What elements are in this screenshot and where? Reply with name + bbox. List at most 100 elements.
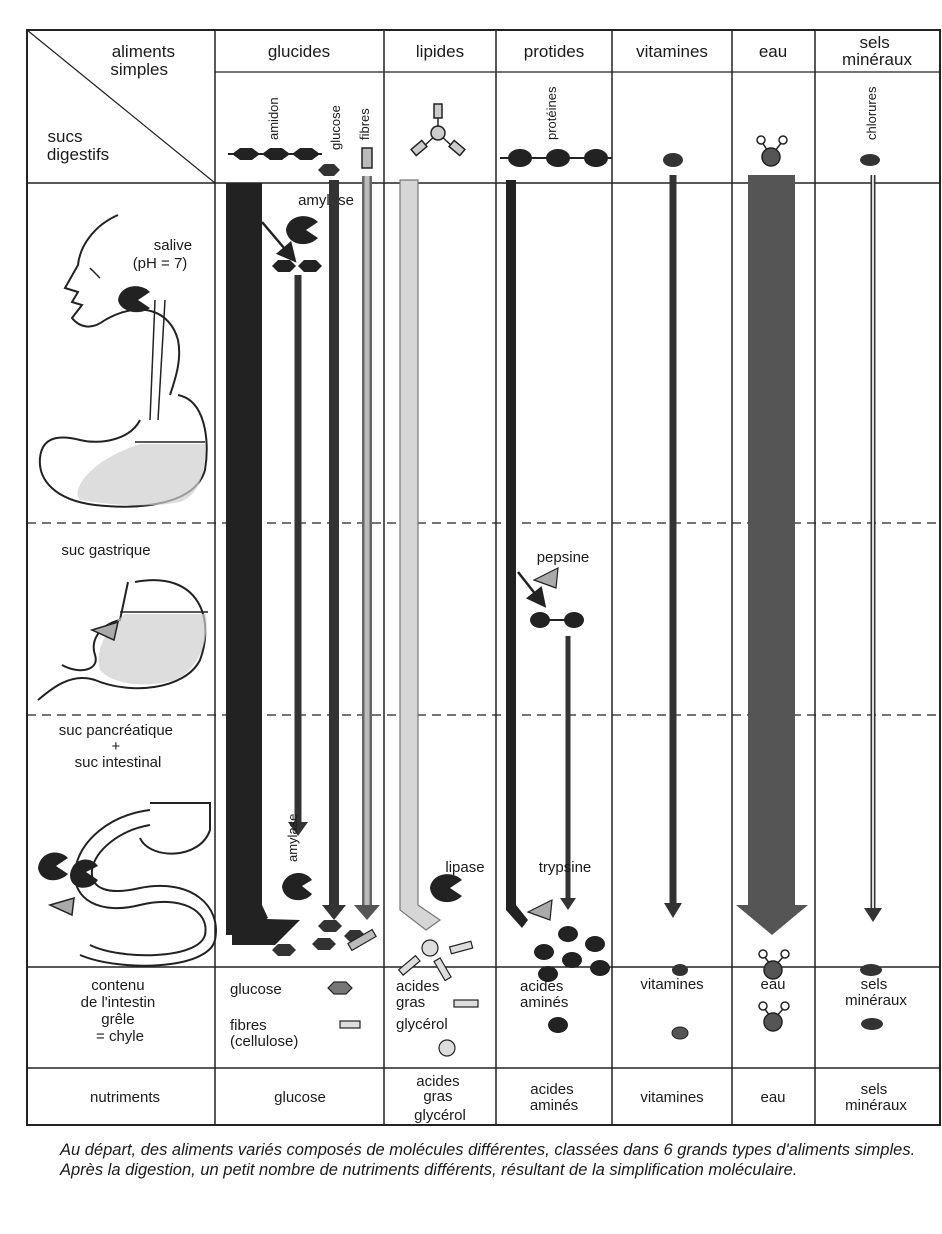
lipase-label: lipase (445, 859, 484, 876)
chyle-glucose-label: glucose (230, 981, 282, 998)
vitamin-flow-arrowhead (664, 903, 682, 918)
glucose-flow-arrowhead (322, 905, 346, 920)
vitamin-molecule-icon (663, 153, 683, 167)
water-flow-arrow (736, 175, 808, 935)
water-product-icon (759, 950, 789, 979)
lipid-flow-arrow (400, 180, 440, 930)
nutriments-protides: acides aminés (530, 1081, 578, 1114)
column-header-vitamines: vitamines (636, 42, 708, 61)
column-header-protides: protides (524, 42, 584, 61)
chyle-lipides-label-2: gras (396, 994, 425, 1011)
chyle-label-1: contenu (91, 977, 144, 994)
chyle-salt-icon (861, 1018, 883, 1030)
table-grid (27, 30, 940, 1125)
proteines-label: protéines (544, 86, 559, 140)
chyle-vitamin-icon (672, 1027, 688, 1039)
amylase-bottom-label: amylase (285, 814, 300, 862)
intestinal-gland-icon (50, 898, 74, 915)
salive-label: salive (pH = 7) (133, 237, 197, 272)
fibres-label: fibres (357, 108, 372, 140)
maltose-molecule-icon (272, 260, 322, 272)
column-header-eau: eau (759, 42, 787, 61)
salt-molecule-icon (860, 154, 880, 166)
nutriments-label: nutriments (90, 1089, 160, 1106)
chyle-fibres-label-1: fibres (230, 1017, 267, 1034)
salivary-enzyme-icon (118, 286, 150, 312)
suc-pancreatique-label-1: suc pancréatique (59, 722, 173, 739)
suc-pancreatique-label-3: suc intestinal (75, 754, 162, 771)
trypsine-label: trypsine (539, 859, 592, 876)
vitamin-product-icon (672, 964, 688, 976)
protein-chain-icon (500, 149, 612, 167)
pepsine-action-arrow (518, 572, 540, 600)
chyle-fibres-label: fibres (cellulose) (230, 1017, 298, 1050)
nutriments-sels-2: minéraux (845, 1097, 907, 1114)
nutriments-eau: eau (760, 1089, 785, 1106)
pepsine-label: pepsine (537, 549, 590, 566)
salt-flow-arrowhead (864, 908, 882, 922)
stomach-fluid (78, 444, 206, 505)
column-header-sels-2: minéraux (842, 50, 912, 69)
corner-bottom-label-2: digestifs (47, 145, 109, 164)
salt-product-icon (860, 964, 882, 976)
glucose-label: glucose (328, 105, 343, 150)
chyle-sels-label: sels minéraux (845, 976, 907, 1009)
corner-bottom-label-1: sucs (48, 127, 83, 146)
corner-top-label-2: simples (110, 60, 168, 79)
lipid-molecule-icon (411, 104, 465, 156)
chyle-lipides-label-3: glycérol (396, 1016, 448, 1033)
chyle-label-4: = chyle (96, 1028, 144, 1045)
chyle-amino-acid-icon (548, 1017, 568, 1033)
fibre-flow-arrowhead (354, 905, 380, 920)
chyle-label: contenu de l'intestin grêle = chyle (81, 977, 160, 1045)
peptide-molecule-icon (530, 612, 584, 628)
nutriments-lipides: acides gras glycérol (414, 1073, 466, 1124)
nutriments-lipides-3: glycérol (414, 1107, 466, 1124)
chyle-eau-label: eau (760, 976, 785, 993)
chyle-glycerol-icon (439, 1040, 455, 1056)
amino-acid-products-icons (534, 926, 610, 982)
salive-label-1: salive (154, 237, 192, 254)
lipase-icon (430, 874, 462, 902)
nutriments-protides-1: acides (530, 1081, 573, 1098)
amylase-action-arrow (262, 222, 290, 255)
column-header-lipides: lipides (416, 42, 464, 61)
peptide-flow-arrowhead (560, 898, 576, 910)
chyle-water-icon (759, 1002, 789, 1031)
suc-gastrique-label: suc gastrique (61, 542, 150, 559)
chyle-fibres-icon (340, 1021, 360, 1028)
nutriments-sels: sels minéraux (845, 1081, 907, 1114)
starch-chain-icon (228, 148, 322, 160)
corner-top-label-1: aliments (112, 42, 175, 61)
chyle-lipides-label-1: acides (396, 978, 439, 995)
figure-caption: Au départ, des aliments variés composés … (60, 1140, 935, 1180)
chyle-fatty-acid-icon (454, 1000, 478, 1007)
protein-flow-arrow (506, 180, 528, 928)
pepsine-icon (534, 568, 558, 588)
nutriments-protides-2: aminés (530, 1097, 578, 1114)
fibre-molecule-icon (362, 148, 372, 168)
pancreas-enzyme-icon-2 (70, 860, 98, 888)
salive-label-2: (pH = 7) (133, 255, 188, 272)
intestine-drawing (75, 803, 216, 966)
chyle-fibres-label-2: (cellulose) (230, 1033, 298, 1050)
chyle-sels-label-2: minéraux (845, 992, 907, 1009)
chyle-label-2: de l'intestin (81, 994, 156, 1011)
chyle-lipides-label: acides gras glycérol (396, 978, 448, 1033)
amylase-bottom-icon (282, 873, 312, 900)
suc-pancreatique-label: suc pancréatique + suc intestinal (59, 722, 177, 771)
chyle-label-3: grêle (101, 1011, 134, 1028)
nutriments-vitamines: vitamines (640, 1089, 703, 1106)
chyle-sels-label-1: sels (861, 976, 888, 993)
chyle-protides-label: acides aminés (520, 978, 568, 1011)
starch-flow-arrowhead (232, 918, 300, 945)
pancreas-enzyme-icon-1 (38, 853, 68, 881)
nutriments-sels-1: sels (861, 1081, 888, 1098)
amidon-label: amidon (266, 97, 281, 140)
column-header-sels: sels minéraux (842, 33, 912, 69)
nutriments-glucides: glucose (274, 1089, 326, 1106)
suc-pancreatique-label-2: + (112, 738, 121, 755)
starch-flow-arrow (226, 183, 268, 935)
trypsine-icon (528, 900, 552, 920)
chyle-protides-label-1: acides (520, 978, 563, 995)
